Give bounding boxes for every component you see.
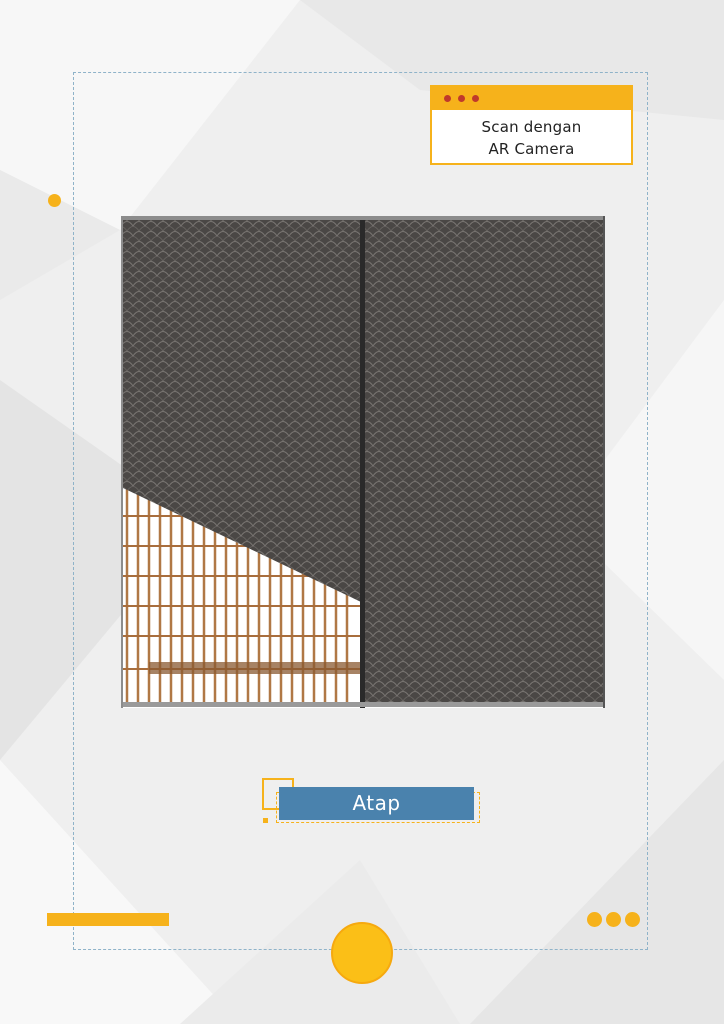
badge-line-2: AR Camera <box>488 140 575 158</box>
three-dots-icon <box>587 912 602 927</box>
figure-caption: Atap <box>262 778 482 826</box>
ar-camera-badge: Scan dengan AR Camera <box>430 85 633 165</box>
badge-line-1: Scan dengan <box>481 118 582 136</box>
caption-label: Atap <box>279 787 474 820</box>
three-dots-icon <box>444 95 451 102</box>
badge-text: Scan dengan AR Camera <box>432 110 631 160</box>
yellow-circle-icon <box>331 922 393 984</box>
badge-header <box>432 87 631 110</box>
three-dots-icon-dot <box>472 95 479 102</box>
three-dots-icon-dot <box>625 912 640 927</box>
caption-decor-dot <box>263 818 268 823</box>
decor-dot <box>48 194 61 207</box>
three-dots-icon-dot <box>458 95 465 102</box>
decor-bar <box>47 913 169 926</box>
roof-illustration <box>121 216 605 708</box>
three-dots-icon-dot <box>606 912 621 927</box>
